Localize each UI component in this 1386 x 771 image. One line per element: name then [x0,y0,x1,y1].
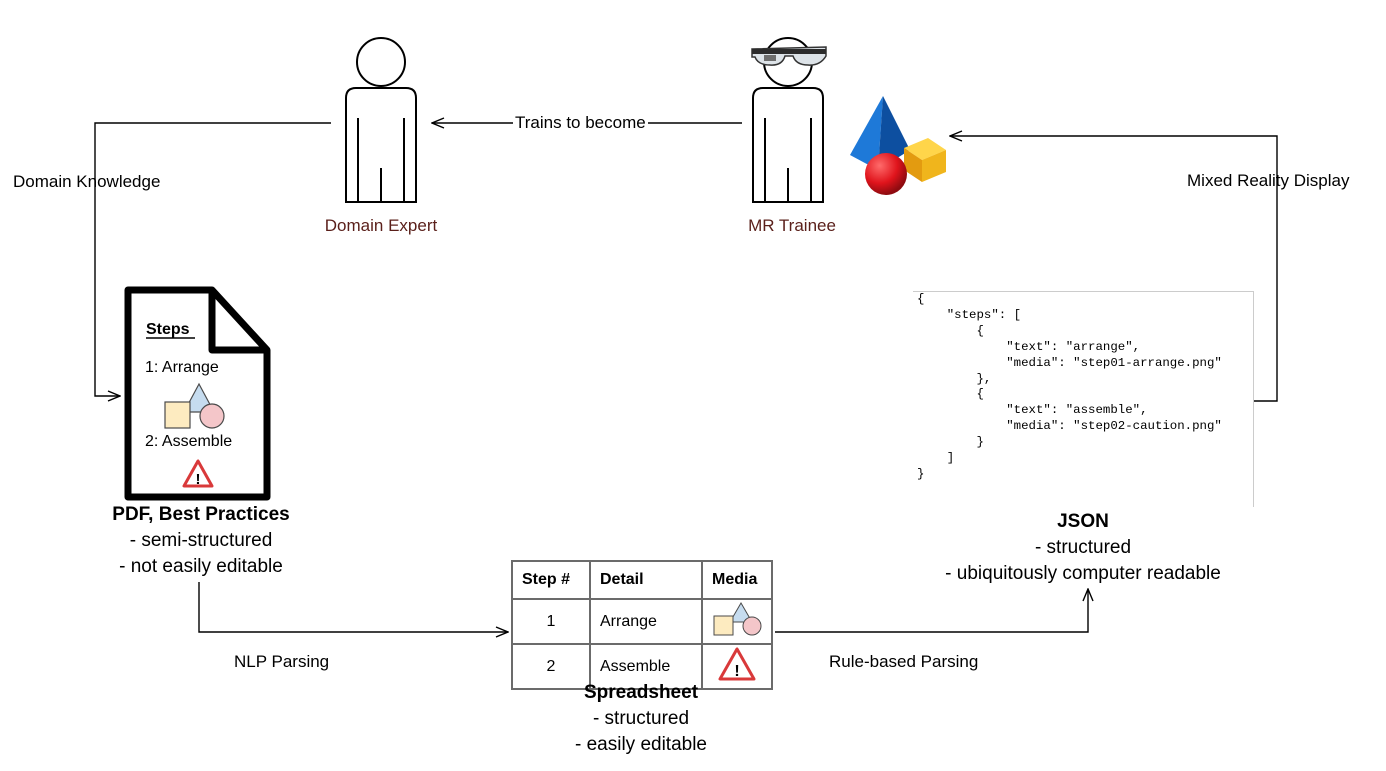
pdf-steps-heading: Steps [146,321,190,338]
spreadsheet-table: Step # Detail Media 1 Arrange 2 Assemble… [511,560,773,690]
spreadsheet-caption: Spreadsheet - structured - easily editab… [575,680,707,758]
shapes-icon [713,602,762,636]
rule-based-parsing-arrow [775,589,1088,633]
domain-expert-label: Domain Expert [324,216,438,235]
json-caption: JSON - structured - ubiquitously compute… [945,509,1221,587]
trains-label: Trains to become [513,113,648,133]
spreadsheet-caption-title: Spreadsheet [583,682,699,703]
domain-knowledge-arrow [94,122,331,396]
json-code: { "steps": [ { "text": "arrange", "media… [917,292,1222,481]
nlp-parsing-arrow [198,582,508,632]
row-1-step: 1 [511,598,591,645]
row-1-media [701,598,773,645]
mixed-reality-label: Mixed Reality Display [1187,171,1350,190]
pdf-step-2: 2: Assemble [145,433,233,450]
json-code-box: { "steps": [ { "text": "arrange", "media… [913,291,1254,507]
row-2-media: ! [701,643,773,690]
json-caption-line-2: - ubiquitously computer readable [945,563,1221,584]
row-1-detail: Arrange [589,598,703,645]
pdf-caption: PDF, Best Practices - semi-structured - … [112,502,289,580]
domain-expert-icon [345,37,417,203]
json-caption-line-1: - structured [1034,537,1132,558]
pdf-document-icon: ! [124,286,271,501]
spreadsheet-caption-line-1: - structured [592,708,690,729]
mr-glasses-icon [751,46,827,66]
table-row: 1 Arrange [511,598,773,645]
row-2-detail: Assemble [589,643,703,690]
mixed-reality-objects-icon [850,96,946,195]
svg-text:!: ! [196,471,201,488]
mixed-reality-arrow [950,136,1278,402]
row-2-step: 2 [511,643,591,690]
spreadsheet-caption-line-2: - easily editable [574,734,708,755]
caution-icon: ! [718,647,756,681]
svg-text:!: ! [734,663,739,680]
rule-based-parsing-label: Rule-based Parsing [829,652,979,671]
table-header-row: Step # Detail Media [511,560,773,600]
pdf-caption-title: PDF, Best Practices [112,504,290,525]
table-row: 2 Assemble ! [511,643,773,690]
mr-trainee-label: MR Trainee [748,216,836,235]
pdf-caption-line-2: - not easily editable [119,556,283,577]
header-media: Media [701,560,773,600]
mr-trainee-icon [752,37,824,203]
header-step: Step # [511,560,591,600]
domain-knowledge-label: Domain Knowledge [13,172,161,191]
json-caption-title: JSON [1057,511,1109,532]
pdf-caption-line-1: - semi-structured [129,530,273,551]
pdf-step-1: 1: Arrange [145,359,219,376]
header-detail: Detail [589,560,703,600]
nlp-parsing-label: NLP Parsing [234,652,330,671]
